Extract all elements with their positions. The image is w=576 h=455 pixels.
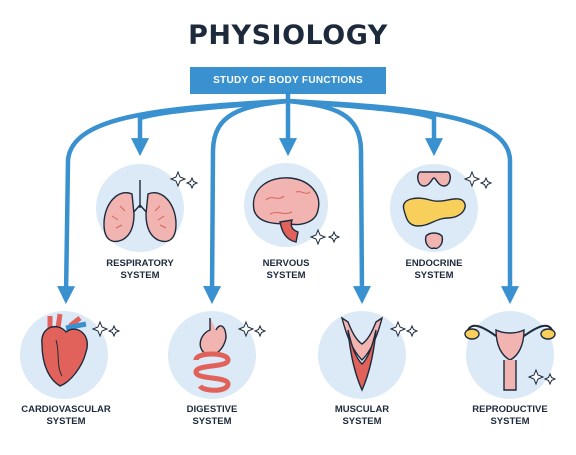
heart-icon [41,313,88,387]
connector-arrows [57,91,519,305]
muscle-icon [340,316,384,392]
glands-icon [402,171,466,250]
cardiovascular-label: CARDIOVASCULAR SYSTEM [21,404,111,427]
arrow-reproductive [285,98,519,305]
arrow-digestive [203,98,291,305]
muscular-label: MUSCULAR SYSTEM [334,404,390,427]
nervous-label: NERVOUS SYSTEM [262,258,310,281]
subtitle-banner: STUDY OF BODY FUNCTIONS [190,67,386,94]
lungs-icon [103,180,177,243]
arrow-cardiovascular [57,98,291,305]
respiratory-label: RESPIRATORY SYSTEM [106,258,174,281]
stomach-icon [193,318,231,393]
digestive-label: DIGESTIVE SYSTEM [186,404,238,427]
endocrine-label: ENDOCRINE SYSTEM [405,258,463,281]
page-title: PHYSIOLOGY [188,20,388,51]
uterus-icon [464,324,556,391]
sparkle-decorations [91,170,557,386]
brain-icon [252,177,320,243]
reproductive-label: REPRODUCTIVE SYSTEM [472,404,548,427]
